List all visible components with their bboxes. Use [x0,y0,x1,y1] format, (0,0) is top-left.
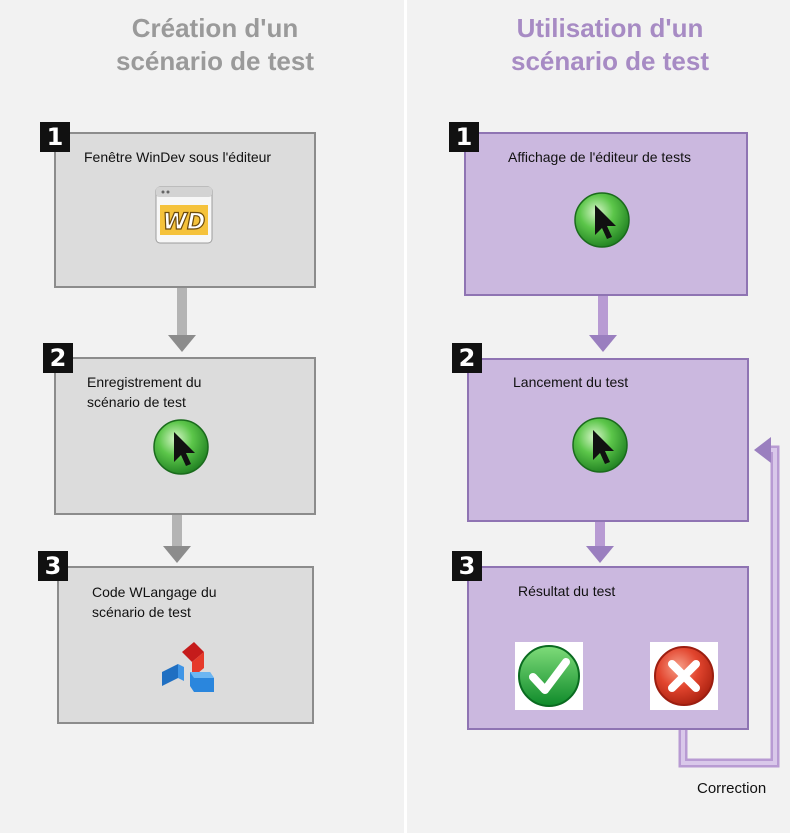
correction-label: Correction [697,780,767,797]
column-divider [404,0,407,833]
creation-step-3-box [57,566,314,724]
windev-logo-icon: WD [154,185,214,250]
correction-loop-arrow [678,437,780,768]
arrow-left-2-3 [163,497,191,563]
usage-step-1-badge: 1 [449,122,479,152]
creation-title: Création d'un scénario de test [116,13,314,76]
usage-step-1-box [464,132,748,296]
arrow-right-1-2 [589,279,617,352]
cursor-button-icon [152,418,210,481]
cross-failure-icon [650,642,718,715]
usage-step-3-label: Résultat du test [518,583,616,599]
usage-step-2-label: Lancement du test [513,374,629,390]
creation-step-3-badge: 3 [38,551,68,581]
arrow-left-1-2 [168,280,196,352]
cursor-button-icon [573,191,631,254]
usage-step-2-badge: 2 [452,343,482,373]
usage-step-3-badge: 3 [452,551,482,581]
creation-step-1-badge: 1 [40,122,70,152]
arrow-right-2-3 [586,500,614,563]
check-success-icon [515,642,583,715]
cursor-button-icon [571,416,629,479]
usage-title: Utilisation d'un scénario de test [511,13,709,76]
creation-step-2-label: Enregistrement du scénario de test [87,374,202,410]
creation-step-2-badge: 2 [43,343,73,373]
windev-logo-text: WD [163,210,206,235]
wlangage-icon [154,640,216,699]
creation-step-3-label: Code WLangage du scénario de test [92,584,217,620]
creation-step-1-label: Fenêtre WinDev sous l'éditeur [84,149,272,165]
usage-step-1-label: Affichage de l'éditeur de tests [508,149,691,165]
